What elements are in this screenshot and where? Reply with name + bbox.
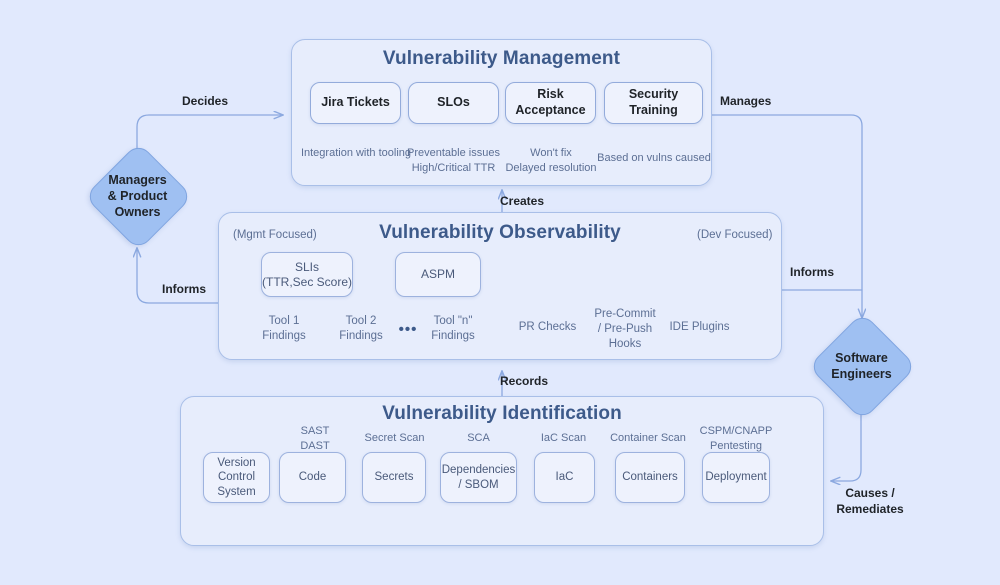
label-pre-commit-hooks: Pre-Commit / Pre-Push Hooks [594, 308, 656, 351]
chip-security-training[interactable]: Security Training [604, 82, 703, 124]
chip-aspm[interactable]: ASPM [395, 252, 481, 297]
chip-version-control-system[interactable]: Version Control System [203, 452, 270, 503]
chip-secrets[interactable]: Secrets [362, 452, 426, 503]
chip-code[interactable]: Code [279, 452, 346, 503]
connector-label-decides: Decides [182, 94, 229, 108]
caption-sca: SCA [467, 432, 490, 444]
chip-containers[interactable]: Containers [615, 452, 685, 503]
chip-slis[interactable]: SLIs (TTR,Sec Score) [261, 252, 353, 297]
label-ide-plugins: IDE Plugins [669, 321, 730, 333]
panel-title-vulnerability-identification: Vulnerability Identification [382, 403, 622, 424]
connector-label-manages: Manages [720, 94, 772, 108]
label-pr-checks: PR Checks [518, 321, 577, 333]
caption-slos: Preventable issues High/Critical TTR [407, 147, 500, 174]
connector-label-records: Records [500, 374, 549, 388]
chip-dependencies-sbom[interactable]: Dependencies / SBOM [440, 452, 517, 503]
connector-label-creates: Creates [500, 194, 545, 208]
label-tool-n-findings: Tool "n" Findings [431, 315, 475, 343]
chip-iac[interactable]: IaC [534, 452, 595, 503]
connector-label-informs-right: Informs [790, 265, 835, 279]
panel-title-vulnerability-management: Vulnerability Management [382, 48, 621, 69]
actor-managers-product-owners[interactable]: Managers & Product Owners [84, 142, 193, 251]
connector-label-causes-remediates: Causes / Remediates [836, 486, 904, 516]
label-tool-1-findings: Tool 1 Findings [262, 315, 306, 343]
label-tool-2-findings: Tool 2 Findings [339, 315, 383, 343]
caption-container-scan: Container Scan [610, 432, 686, 444]
caption-sast-dast: SAST DAST [300, 425, 330, 452]
caption-risk-acceptance: Won't fix Delayed resolution [505, 147, 597, 174]
chip-slos[interactable]: SLOs [408, 82, 499, 124]
caption-jira-tickets: Integration with tooling [300, 147, 412, 159]
caption-cspm-cnapp-pentesting: CSPM/CNAPP Pentesting [699, 425, 773, 452]
actor-software-engineers[interactable]: Software Engineers [808, 312, 917, 421]
caption-security-training: Based on vulns caused [597, 152, 711, 164]
note-dev-focused: (Dev Focused) [697, 229, 773, 241]
connector-label-informs-left: Informs [162, 282, 207, 296]
actor-managers-label: Managers & Product Owners [107, 172, 168, 219]
panel-title-vulnerability-observability: Vulnerability Observability [379, 222, 621, 243]
chip-risk-acceptance[interactable]: Risk Acceptance [505, 82, 596, 124]
chip-deployment[interactable]: Deployment [702, 452, 770, 503]
actor-engineers-label: Software Engineers [831, 350, 892, 381]
ellipsis-more-tools: ••• [398, 321, 418, 338]
note-mgmt-focused: (Mgmt Focused) [233, 229, 317, 241]
caption-secret-scan: Secret Scan [364, 432, 425, 444]
chip-jira-tickets[interactable]: Jira Tickets [310, 82, 401, 124]
caption-iac-scan: IaC Scan [540, 432, 587, 444]
